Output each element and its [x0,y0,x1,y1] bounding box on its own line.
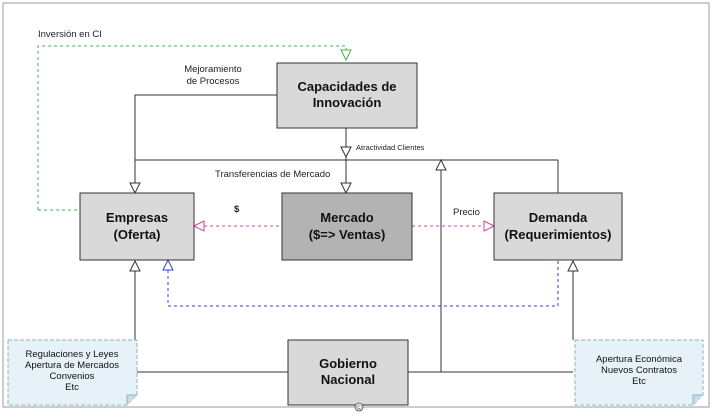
edge-demanda-empresas [167,261,559,307]
note-right-line2: Nuevos Contratos [601,365,677,376]
node-empresas: Empresas (Oferta) [79,192,195,261]
node-empresas-line1: Empresas [106,210,168,225]
node-demanda: Demanda (Requerimientos) [493,192,623,261]
note-left-line1: Regulaciones y Leyes [26,349,119,360]
label-atractividad: Atractividad Clientes [356,143,425,152]
node-gobierno: Gobierno Nacional [287,339,409,406]
node-capacidades-line1: Capacidades de [298,79,397,94]
arrowhead-dollar [192,220,205,232]
arrowhead-precio [483,220,496,232]
label-precio: Precio [453,207,480,218]
arrowhead-gobierno-up [435,158,447,171]
copyright-mark: © [356,404,362,412]
arrowhead-note-right [567,259,579,272]
note-left-line3: Convenios [50,371,95,382]
note-left-line4: Etc [65,382,79,393]
note-left: Regulaciones y Leyes Apertura de Mercado… [7,339,138,406]
node-capacidades: Capacidades de Innovación [276,62,418,129]
node-empresas-line2: (Oferta) [114,227,161,242]
arrowhead-blue [162,258,174,271]
node-mercado-line2: ($=> Ventas) [309,227,386,242]
edge-inversion [37,45,347,210]
node-mercado: Mercado ($=> Ventas) [281,192,413,261]
note-right-line3: Etc [632,376,646,387]
note-right-line1: Apertura Económica [596,354,683,365]
note-right: Apertura Económica Nuevos Contratos Etc [574,339,704,406]
label-transferencias: Transferencias de Mercado [215,169,330,180]
label-mejoramiento-line2: de Procesos [187,76,240,87]
arrowhead-inversion [340,49,352,62]
node-gobierno-line2: Nacional [321,372,375,387]
node-demanda-line2: (Requerimientos) [505,227,612,242]
node-capacidades-line2: Innovación [313,95,382,110]
label-dollar: $ [234,204,240,215]
label-inversion: Inversión en CI [38,29,102,40]
node-demanda-line1: Demanda [529,210,588,225]
node-mercado-line1: Mercado [320,210,374,225]
arrowhead-atractividad [340,146,352,159]
copyright-icon: © [354,402,364,412]
arrowhead-note-left [129,259,141,272]
arrowhead-mejoramiento [129,182,141,195]
arrowhead-transferencias [340,182,352,195]
label-mejoramiento-line1: Mejoramiento [184,64,242,75]
node-gobierno-line1: Gobierno [319,356,377,371]
note-left-line2: Apertura de Mercados [25,360,119,371]
